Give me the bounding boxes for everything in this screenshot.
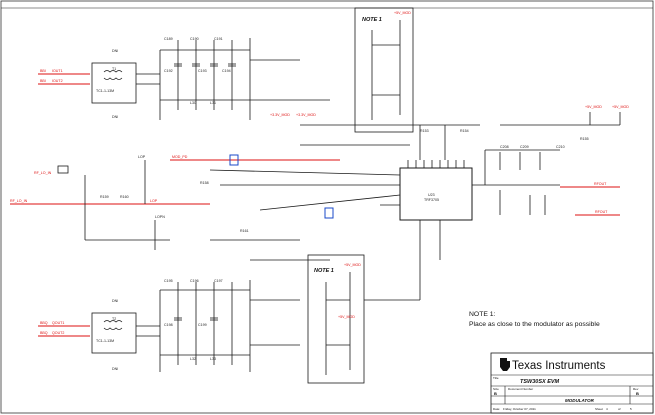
net-label-iout1: BBI: [40, 69, 46, 73]
transformer-label-t2: TC1-1-13M: [96, 339, 114, 343]
ref-r153: R154: [460, 129, 469, 133]
ref-c192: C192: [164, 69, 173, 73]
ref-c190: C190: [190, 37, 199, 41]
dni-4: DNI: [112, 367, 118, 371]
sheet-number: 4: [606, 407, 608, 411]
ref-c195: C195: [164, 279, 173, 283]
title-label: Title: [493, 376, 499, 380]
sheet-label: Sheet: [595, 407, 603, 411]
ref-t2: T2: [112, 317, 116, 321]
net-label-qout2: BBQ: [40, 331, 48, 335]
note-box-label-top: NOTE 1: [362, 17, 382, 23]
ref-c189: C189: [164, 37, 173, 41]
ref-c198: C198: [164, 323, 173, 327]
ref-r157: R158: [200, 181, 209, 185]
dni-1: DNI: [112, 49, 118, 53]
note-box-top: NOTE 1 +5V_MOD: [354, 7, 414, 133]
net-vcc-mod-2: +3.3V_MOD: [296, 113, 316, 117]
ref-r158: R159: [100, 195, 109, 199]
project-name: TSW30SX EVM: [520, 379, 560, 385]
i-filter-caps: [174, 40, 236, 110]
rf-out-network: RFOUT RFOUT: [499, 182, 620, 216]
net-mod-pd: MOD_PD: [172, 155, 188, 159]
ref-l32: L32: [190, 357, 196, 361]
i-channel-filter: BBI IOUT1 BBI IOUT2 TC1-1-13M T1 DNI DNI: [38, 37, 330, 120]
net-rf-out-2: RFOUT: [595, 210, 608, 214]
sheet-total: 5: [630, 407, 632, 411]
ref-c197: C197: [214, 279, 223, 283]
dni-3: DNI: [112, 299, 118, 303]
date-label: Date:: [493, 407, 500, 411]
lo-input-network: RF_LO_IN RF_LO_IN LOP LOP LOPN MOD_PD R1…: [10, 154, 401, 250]
size-value: B: [494, 391, 497, 396]
ref-l33: L33: [210, 357, 216, 361]
net-rf-lo-in: RF_LO_IN: [34, 171, 52, 175]
net-vcc-mod-1: +3.3V_MOD: [270, 113, 290, 117]
document-number-label: Document Number: [508, 387, 533, 391]
title-block: Texas Instruments Title TSW30SX EVM Size…: [490, 352, 654, 414]
net-lo-n: LOPN: [155, 215, 165, 219]
net-lo-p-2: LOP: [138, 155, 146, 159]
net-rf-lo-in-2: RF_LO_IN: [10, 199, 28, 203]
port-label-iout1: IOUT1: [52, 69, 63, 73]
ref-c194: C194: [222, 69, 231, 73]
rev-value: B: [636, 391, 639, 396]
q-channel-filter: BBQ QOUT1 BBQ QOUT2 TC1-1-13M T2 DNI DNI…: [38, 259, 330, 372]
ref-c193: C193: [198, 69, 207, 73]
net-vcc-mod2-1: +5V_MOD: [585, 105, 602, 109]
ref-t1: T1: [112, 67, 116, 71]
ref-r159: R160: [120, 195, 129, 199]
net-label-qout1: BBQ: [40, 321, 48, 325]
ref-c208: C210: [556, 145, 565, 149]
ref-r152: R153: [420, 129, 429, 133]
ref-c207: C209: [520, 145, 529, 149]
ref-c191: C191: [214, 37, 223, 41]
dni-2: DNI: [112, 115, 118, 119]
ref-r160: R161: [240, 229, 249, 233]
ti-logo-icon: [500, 358, 510, 371]
net-vcc-bottom-2: +5V_MOD: [338, 315, 355, 319]
net-lo-p: LOP: [150, 199, 158, 203]
net-vcc-bottom: +5V_MOD: [344, 263, 361, 267]
net-rf-out: RFOUT: [594, 182, 607, 186]
company-name: Texas Instruments: [512, 360, 606, 372]
ref-c206: C208: [500, 145, 509, 149]
net-vcc-top: +5V_MOD: [394, 11, 411, 15]
date-value: Friday, October 07, 2011: [503, 407, 536, 411]
rev-label: Rev: [633, 387, 639, 391]
note-title: NOTE 1:: [469, 311, 496, 318]
port-label-qout1: QOUT1: [52, 321, 64, 325]
transformer-label-t1: TC1-1-13M: [96, 89, 114, 93]
note-box-bottom: NOTE 1 +5V_MOD +5V_MOD: [307, 250, 421, 384]
size-label: Size: [493, 387, 499, 391]
ref-r154: R155: [580, 137, 589, 141]
net-vcc-mod2-2: +5V_MOD: [612, 105, 629, 109]
supply-network: +3.3V_MOD +3.3V_MOD +5V_MOD +5V_MOD C208…: [270, 105, 629, 185]
port-label-iout2: IOUT2: [52, 79, 63, 83]
sheet-title: MODULATOR: [565, 398, 595, 403]
ref-c199: C199: [198, 323, 207, 327]
note-body: Place as close to the modulator as possi…: [469, 321, 600, 328]
ref-c196: C196: [190, 279, 199, 283]
port-label-qout2: QOUT2: [52, 331, 64, 335]
chip-part: TRF3705: [424, 198, 439, 202]
note-box-label-bottom: NOTE 1: [314, 268, 334, 274]
chip-ref: U23: [428, 193, 435, 197]
ref-l30: L30: [190, 101, 196, 105]
ref-l31: L31: [210, 101, 216, 105]
modulator-chip: U23 TRF3705: [399, 160, 560, 260]
net-label-iout2: BBI: [40, 79, 46, 83]
of-label: of: [618, 407, 621, 411]
